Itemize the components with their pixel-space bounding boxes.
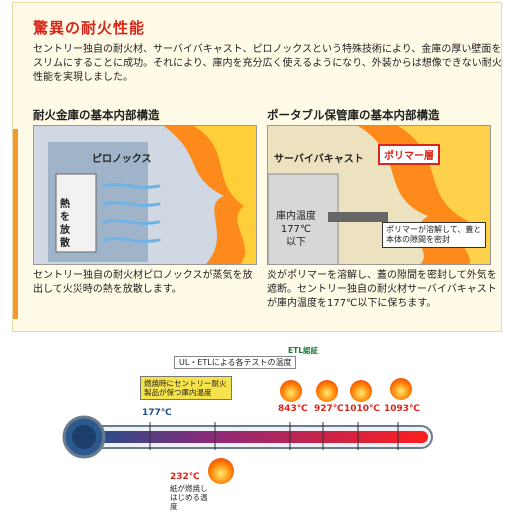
polymer-label: ポリマー層: [378, 144, 440, 165]
intro-text: セントリー独自の耐火材、サーバイバキャスト、ピロノックスという特殊技術により、金…: [33, 44, 502, 83]
badge-temp-2: 927℃: [314, 404, 344, 414]
left-caption: セントリー独自の耐火材ピロノックスが蒸気を放出して火災時の熱を放散します。: [33, 270, 253, 295]
burning-paper-icon: [208, 458, 234, 484]
polymer-note: ポリマーが溶解して、蓋と本体の隙間を密封: [382, 222, 486, 248]
right-diagram: サーバイバキャスト ポリマー層 庫内温度 177℃ 以下 ポリマーが溶解して、蓋…: [267, 125, 491, 265]
left-diagram: ピロノックス 熱を放散: [33, 125, 257, 265]
badge-temp-4: 1093℃: [384, 404, 420, 414]
inner-temp: 177℃: [142, 408, 172, 418]
badge-temp-3: 1010℃: [344, 404, 380, 414]
flame-icon: [280, 380, 302, 402]
thermometer: [62, 415, 433, 459]
inner-temp-box: 燃焼時にセントリー耐火製品が保つ庫内温度: [140, 376, 232, 400]
flame-icon: [390, 378, 412, 400]
survivacast-label: サーバイバキャスト: [274, 154, 364, 165]
right-caption: 炎がポリマーを溶解し、蓋の隙間を密封して外気を遮断。セントリー独自の耐火材サーバ…: [267, 270, 497, 309]
flame-icon: [350, 380, 372, 402]
etl-label: ETL認証: [288, 346, 319, 355]
badge-temp-1: 843℃: [278, 404, 308, 414]
fire-performance-panel: 驚異の耐火性能 セントリー独自の耐火材、サーバイバキャスト、ピロノックスという特…: [12, 2, 502, 332]
paper-label: 紙が燃焼しはじめる温度: [170, 484, 208, 511]
heat-label: 熱を放散: [60, 199, 70, 249]
paper-temp: 232℃: [170, 472, 200, 482]
page-title: 驚異の耐火性能: [33, 19, 146, 37]
flame-icon: [316, 380, 338, 402]
test-temp-label: UL・ETLによる各テストの温度: [174, 356, 297, 369]
interior-temp-label: 庫内温度 177℃ 以下: [276, 211, 316, 248]
pyronox-label: ピロノックス: [92, 154, 152, 165]
right-heading: ポータブル保管庫の基本内部構造: [267, 108, 440, 122]
accent-bar: [13, 129, 18, 319]
left-diagram-art: [34, 126, 256, 264]
left-heading: 耐火金庫の基本内部構造: [33, 108, 160, 122]
